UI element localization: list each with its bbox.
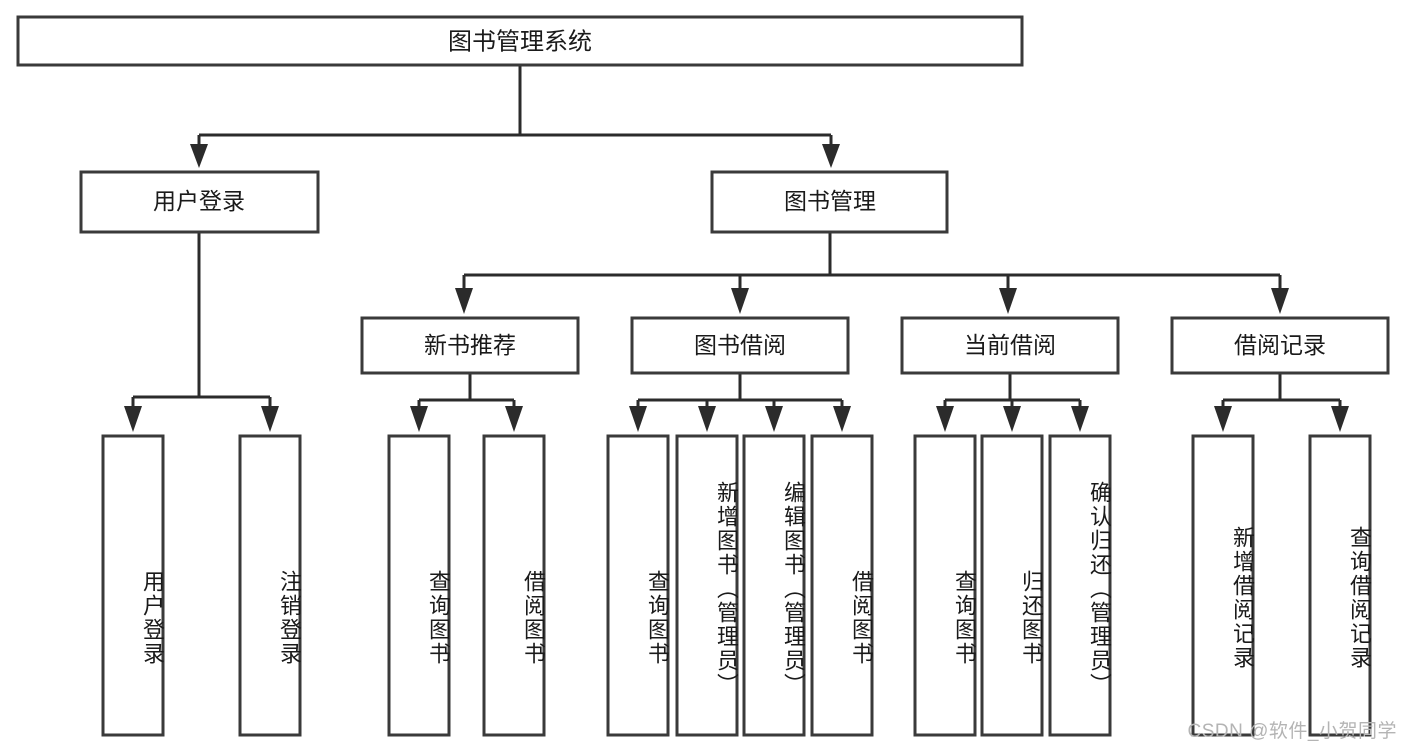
arrow-head-current-borrow	[999, 288, 1017, 314]
node-leaf-return-book-box[interactable]	[980, 434, 1044, 737]
node-book-borrow-box[interactable]	[630, 316, 850, 375]
node-leaf-user-logout-box[interactable]	[238, 434, 302, 737]
node-leaf-query-book-2-box[interactable]	[606, 434, 670, 737]
node-root-box[interactable]	[16, 15, 1024, 67]
arrow-head-leaf-edit-book	[765, 406, 783, 432]
arrow-head-leaf-borrow-book-2	[833, 406, 851, 432]
arrow-head-book-manage	[822, 144, 840, 168]
csdn-watermark: CSDN @软件_小贺同学	[1187, 721, 1397, 742]
arrow-head-leaf-add-record	[1214, 406, 1232, 432]
arrow-head-borrow-record	[1271, 288, 1289, 314]
node-current-borrow[interactable]: 当前借阅	[900, 316, 1120, 375]
connector-group-book-borrow	[629, 373, 851, 432]
connector-group-book-manage	[455, 232, 1289, 314]
node-leaf-borrow-book-1-box[interactable]	[482, 434, 546, 737]
arrow-head-leaf-confirm-return	[1071, 406, 1089, 432]
arrow-head-leaf-borrow-book-1	[505, 406, 523, 432]
node-leaf-query-record-box[interactable]	[1308, 434, 1372, 737]
node-book-manage[interactable]: 图书管理	[710, 170, 949, 234]
node-leaf-borrow-book-2-box[interactable]	[810, 434, 874, 737]
node-new-book-recommend[interactable]: 新书推荐	[360, 316, 580, 375]
node-borrow-record-label: 借阅记录	[1234, 332, 1326, 358]
arrow-head-leaf-user-login	[124, 406, 142, 432]
node-user-login[interactable]: 用户登录	[79, 170, 320, 234]
node-leaf-confirm-return-box[interactable]	[1048, 434, 1112, 737]
node-book-borrow-label: 图书借阅	[694, 332, 786, 358]
node-root[interactable]: 图书管理系统	[16, 15, 1024, 67]
node-new-book-recommend-box[interactable]	[360, 316, 580, 375]
node-leaf-edit-book-box[interactable]	[742, 434, 806, 737]
connector-group-user-login	[124, 232, 279, 432]
leaf-box-group	[101, 434, 1372, 737]
arrow-head-leaf-return-book	[1003, 406, 1021, 432]
arrow-head-leaf-add-book	[698, 406, 716, 432]
node-leaf-user-login-box[interactable]	[101, 434, 165, 737]
arrow-head-new-book-recommend	[455, 288, 473, 314]
node-user-login-label: 用户登录	[153, 188, 245, 214]
connector-group-new-book-recommend	[410, 373, 523, 432]
arrow-head-leaf-user-logout	[261, 406, 279, 432]
node-leaf-query-book-1-box[interactable]	[387, 434, 451, 737]
connector-group-borrow-record	[1214, 373, 1349, 432]
node-book-manage-box[interactable]	[710, 170, 949, 234]
arrow-head-user-login	[190, 144, 208, 168]
node-leaf-add-record-box[interactable]	[1191, 434, 1255, 737]
node-book-borrow[interactable]: 图书借阅	[630, 316, 850, 375]
node-leaf-add-book-box[interactable]	[675, 434, 739, 737]
node-current-borrow-box[interactable]	[900, 316, 1120, 375]
arrow-head-leaf-query-book-1	[410, 406, 428, 432]
arrow-head-leaf-query-record	[1331, 406, 1349, 432]
node-borrow-record[interactable]: 借阅记录	[1170, 316, 1390, 375]
connector-group-root	[190, 65, 840, 168]
arrow-head-leaf-query-book-2	[629, 406, 647, 432]
node-book-manage-label: 图书管理	[784, 188, 876, 214]
connector-group-current-borrow	[936, 373, 1089, 432]
node-current-borrow-label: 当前借阅	[964, 332, 1056, 358]
arrow-head-book-borrow	[731, 288, 749, 314]
node-root-label: 图书管理系统	[448, 28, 592, 55]
node-leaf-query-book-3-box[interactable]	[913, 434, 977, 737]
node-borrow-record-box[interactable]	[1170, 316, 1390, 375]
node-new-book-recommend-label: 新书推荐	[424, 332, 516, 358]
node-user-login-box[interactable]	[79, 170, 320, 234]
arrow-head-leaf-query-book-3	[936, 406, 954, 432]
